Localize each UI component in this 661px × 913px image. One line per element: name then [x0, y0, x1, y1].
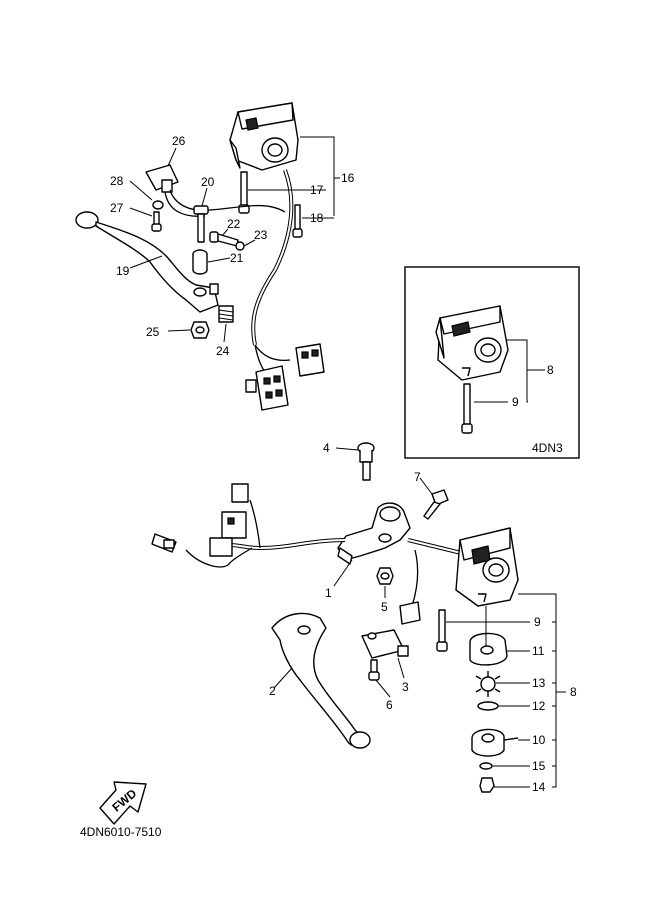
leader-lines	[129, 136, 566, 788]
inset-4dn3	[404, 266, 580, 459]
bolt-4	[357, 442, 375, 481]
inset-label: 4DN3	[532, 441, 563, 455]
callout-14: 14	[532, 780, 546, 794]
callout-3: 3	[402, 680, 409, 694]
callout-17: 17	[310, 183, 324, 197]
lower-assembly	[99, 442, 519, 825]
left-harness	[151, 483, 346, 568]
inset-screw-9	[461, 383, 473, 434]
callout-1: 1	[325, 586, 332, 600]
clutch-switch-26	[145, 164, 286, 217]
callout-20: 20	[201, 175, 215, 189]
callout-19: 19	[116, 264, 130, 278]
callout-5: 5	[381, 600, 388, 614]
part-10	[471, 728, 519, 757]
callout-6: 6	[386, 698, 393, 712]
upper-assembly	[75, 102, 325, 411]
nut-5	[376, 567, 394, 585]
screw-27	[151, 211, 162, 232]
washer-28	[152, 200, 164, 210]
callout-21: 21	[230, 251, 244, 265]
screw-14	[479, 777, 495, 793]
part-11	[469, 606, 508, 666]
inset-switch-housing	[435, 305, 509, 381]
callout-16: 16	[341, 171, 355, 185]
brake-lever-2	[271, 612, 371, 749]
callout-27: 27	[110, 201, 124, 215]
upper-connectors	[245, 343, 325, 411]
callout-26: 26	[172, 134, 186, 148]
bolt-7	[423, 489, 449, 520]
bolt-20	[193, 205, 209, 243]
lever-holder-1	[337, 502, 411, 565]
screw-18	[292, 204, 303, 238]
left-switch-housing	[229, 102, 299, 171]
right-switch-housing	[455, 527, 519, 607]
callout-7: 7	[414, 470, 421, 484]
screw-6	[368, 659, 380, 681]
callout-28: 28	[110, 174, 124, 188]
callout-12: 12	[532, 699, 546, 713]
collar-21	[192, 249, 208, 275]
screw-9	[436, 609, 448, 652]
callout-22: 22	[227, 217, 241, 231]
callout-9: 9	[534, 615, 541, 629]
washer-15	[479, 762, 493, 770]
callout-11: 11	[532, 644, 545, 658]
callout-4: 4	[323, 441, 330, 455]
nut-23	[235, 241, 245, 251]
inset-callout-9: 9	[512, 395, 519, 409]
callout-24: 24	[216, 344, 230, 358]
clutch-lever-19	[75, 211, 219, 313]
connector-small	[399, 601, 421, 625]
callout-18: 18	[310, 211, 324, 225]
callout-25: 25	[146, 325, 160, 339]
callout-10: 10	[532, 733, 546, 747]
nut-25	[190, 321, 210, 339]
callout-23: 23	[254, 228, 268, 242]
callout-13: 13	[532, 676, 546, 690]
document-code: 4DN6010-7510	[80, 825, 162, 839]
switch-3	[361, 629, 409, 659]
fwd-arrow-icon	[99, 781, 147, 825]
inset-callout-8: 8	[547, 363, 554, 377]
washer-12	[477, 701, 499, 711]
callout-8: 8	[570, 685, 577, 699]
gear-13	[475, 671, 501, 697]
spring-24	[218, 305, 234, 323]
callout-15: 15	[532, 759, 546, 773]
callout-2: 2	[269, 684, 276, 698]
